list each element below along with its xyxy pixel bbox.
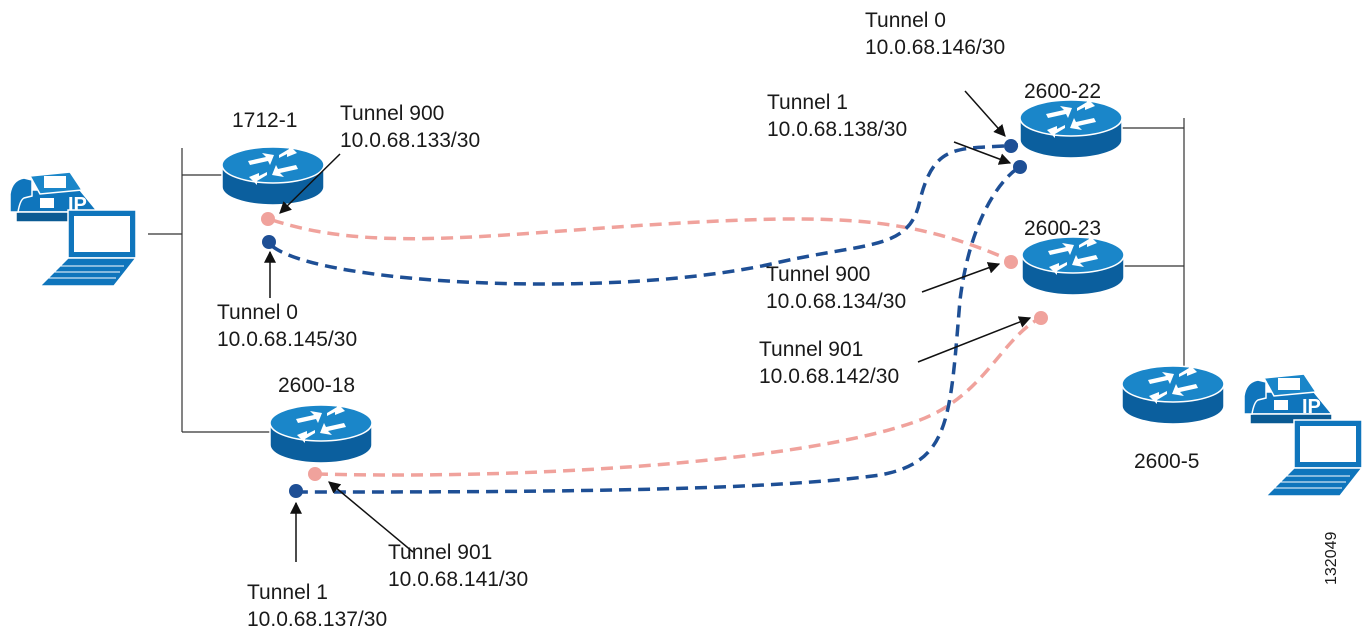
svg-text:IP: IP [1302,396,1321,418]
router-label-2600-22: 2600-22 [1024,80,1101,103]
figure-number: 132049 [1323,532,1340,585]
router-label-2600-23: 2600-23 [1024,217,1101,240]
router-2600-23 [1021,234,1125,296]
router-2600-22 [1019,97,1123,159]
tunnel-ip: 10.0.68.134/30 [766,290,906,313]
tunnel-ip: 10.0.68.141/30 [388,568,528,591]
tunnel-paths [270,143,1041,494]
tunnel-label: Tunnel 1 [247,581,328,604]
router-2600-5 [1121,363,1225,425]
tunnel-endpoints [261,139,1048,498]
tunnel-label: Tunnel 0 [865,9,946,32]
tunnel-label: Tunnel 901 [759,338,863,361]
tunnel-label: Tunnel 900 [766,263,870,286]
tunnel-label: Tunnel 1 [767,91,848,114]
router-label-2600-5: 2600-5 [1134,450,1199,473]
callout-arrows [264,90,1032,562]
router-2600-18 [269,402,373,464]
tunnel-ip: 10.0.68.137/30 [247,608,387,631]
tunnel-label: Tunnel 0 [217,301,298,324]
tunnel-blue-2600-18-to-2600-22 [295,166,1019,494]
ip-phone-icon-right: IP [1243,373,1333,425]
tunnel-blue-1712-to-2600-22 [270,143,1019,286]
laptop-icon-right [1265,419,1363,497]
tunnel-ip: 10.0.68.133/30 [340,129,480,152]
lan-left [148,148,270,433]
router-label-1712-1: 1712-1 [232,109,297,132]
tunnel-ip: 10.0.68.138/30 [767,118,907,141]
tunnel-label: Tunnel 900 [340,102,444,125]
lan-right [1122,118,1185,376]
router-1712-1 [221,144,325,206]
tunnel-ip: 10.0.68.145/30 [217,328,357,351]
router-label-2600-18: 2600-18 [278,374,355,397]
tunnel-label: Tunnel 901 [388,541,492,564]
tunnel-ip: 10.0.68.142/30 [759,365,899,388]
tunnel-pink-1712-to-2600-23 [271,217,1015,264]
tunnel-ip: 10.0.68.146/30 [865,36,1005,59]
tunnel-pink-2600-18-to-2600-23 [315,316,1041,477]
